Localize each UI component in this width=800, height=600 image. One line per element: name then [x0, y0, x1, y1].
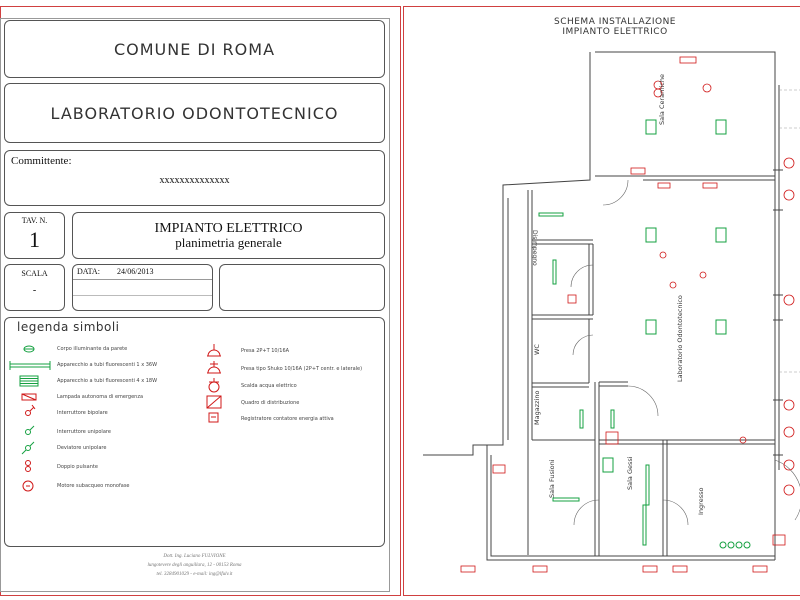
fluorescent-4x18-icon: [19, 375, 39, 387]
deviator-icon: [21, 441, 35, 455]
date-value: 24/06/2013: [117, 267, 154, 276]
drawing-title-box: IMPIANTO ELETTRICO planimetria generale: [72, 212, 385, 259]
door-swings: [570, 179, 800, 526]
room-label-lab: Laboratorio Odontotecnico: [676, 295, 684, 382]
legend-label: Quadro di distribuzione: [241, 400, 300, 406]
footer: Dott. Ing. Luciano FULVIONE lungotevere …: [4, 552, 385, 588]
municipality-box: COMUNE DI ROMA: [4, 20, 385, 78]
scale-label: SCALA: [21, 269, 48, 278]
municipality-name: COMUNE DI ROMA: [113, 39, 276, 59]
drawing-subtitle: planimetria generale: [175, 235, 282, 250]
plan-title: SCHEMA INSTALLAZIONE IMPIANTO ELETTRICO: [540, 17, 690, 37]
unipolar-switch-icon: [25, 425, 35, 435]
date-label: DATA:: [77, 267, 100, 276]
footer-line-2: lungotevere degli anguillara, 12 - 00153…: [147, 563, 242, 568]
client-label: Committente:: [11, 155, 72, 167]
date-divider: [73, 279, 212, 280]
date-box: DATA: 24/06/2013: [72, 264, 213, 311]
sheet-frame-right: [403, 6, 800, 596]
legend-label: Motore subacqueo monofase: [57, 483, 130, 489]
legend-label: Apparecchio a tubi fluorescenti 1 x 36W: [57, 362, 158, 368]
legend-label: Apparecchio a tubi fluorescenti 4 x 18W: [57, 378, 158, 384]
sheet-number: 1: [29, 227, 40, 252]
client-box: Committente: xxxxxxxxxxxxxx: [4, 150, 385, 206]
legend-label: Doppio pulsante: [57, 464, 98, 470]
legend-label: Lampada autonoma di emergenza: [57, 394, 144, 400]
legend-label: Interruttore bipolare: [57, 410, 108, 416]
electrical-symbols: [460, 56, 795, 573]
client-value: xxxxxxxxxxxxxx: [159, 175, 230, 186]
legend-label: Presa 2P+T 10/16A: [241, 348, 290, 354]
legend-label: Deviatore unipolare: [57, 445, 107, 451]
wall-light-icon: [23, 345, 35, 353]
date-divider: [73, 295, 212, 296]
legend-label: Corpo illuminante da parete: [57, 346, 128, 352]
project-box: LABORATORIO ODONTOTECNICO: [4, 83, 385, 143]
room-label-storage: Magazzino: [533, 390, 541, 425]
walls: [423, 51, 783, 561]
footer-line-3: tel. 3284901029 - e-mail: ing@lfulv.it: [156, 572, 233, 577]
legend-title: legenda simboli: [17, 320, 120, 334]
room-label-dust: Sala Fusioni: [548, 459, 556, 498]
floor-plan: [423, 51, 800, 573]
scale-box: SCALA -: [4, 264, 65, 311]
legend-symbols: [9, 344, 222, 492]
scale-value: -: [32, 285, 37, 296]
emergency-lamp-icon: [21, 393, 37, 401]
legend-label: Interruttore unipolare: [57, 429, 111, 435]
socket-icon: [207, 344, 221, 357]
shuko-socket-icon: [207, 361, 221, 374]
drawing-title: IMPIANTO ELETTRICO: [154, 221, 303, 236]
water-heater-icon: [208, 378, 220, 393]
room-label-wc: WC: [533, 344, 541, 355]
room-label-drawing: Disimpegno: [531, 230, 538, 266]
light-fixtures: [538, 119, 751, 549]
legend-label: Presa tipo Shuko 10/16A (2P+T centr. e l…: [241, 366, 363, 372]
room-label-ceramics: Sala Ceramiche: [658, 74, 666, 125]
sheet-number-box: TAV. N. 1: [4, 212, 65, 259]
room-label-plaster: Sala Gessi: [626, 456, 634, 490]
legend-label: Scalda acqua elettrico: [241, 383, 297, 389]
dashed-outline: [779, 89, 800, 373]
double-push-button-icon: [25, 460, 31, 472]
plan-title-line-1: SCHEMA INSTALLAZIONE: [553, 17, 676, 27]
fluorescent-1x36-icon: [9, 361, 51, 370]
empty-box: [219, 264, 385, 311]
bipolar-switch-icon: [25, 404, 36, 416]
legend-label: Registratore contatore energia attiva: [241, 416, 334, 422]
room-label-entrance: Ingresso: [697, 487, 705, 515]
motor-icon: [22, 480, 34, 492]
energy-meter-icon: [208, 412, 219, 423]
legend-box: legenda simboli: [4, 317, 385, 547]
plan-title-line-2: IMPIANTO ELETTRICO: [562, 27, 668, 37]
footer-line-1: Dott. Ing. Luciano FULVIONE: [163, 554, 226, 559]
distribution-panel-icon: [206, 395, 222, 409]
sheet-label: TAV. N.: [21, 216, 48, 225]
project-name: LABORATORIO ODONTOTECNICO: [50, 103, 339, 123]
